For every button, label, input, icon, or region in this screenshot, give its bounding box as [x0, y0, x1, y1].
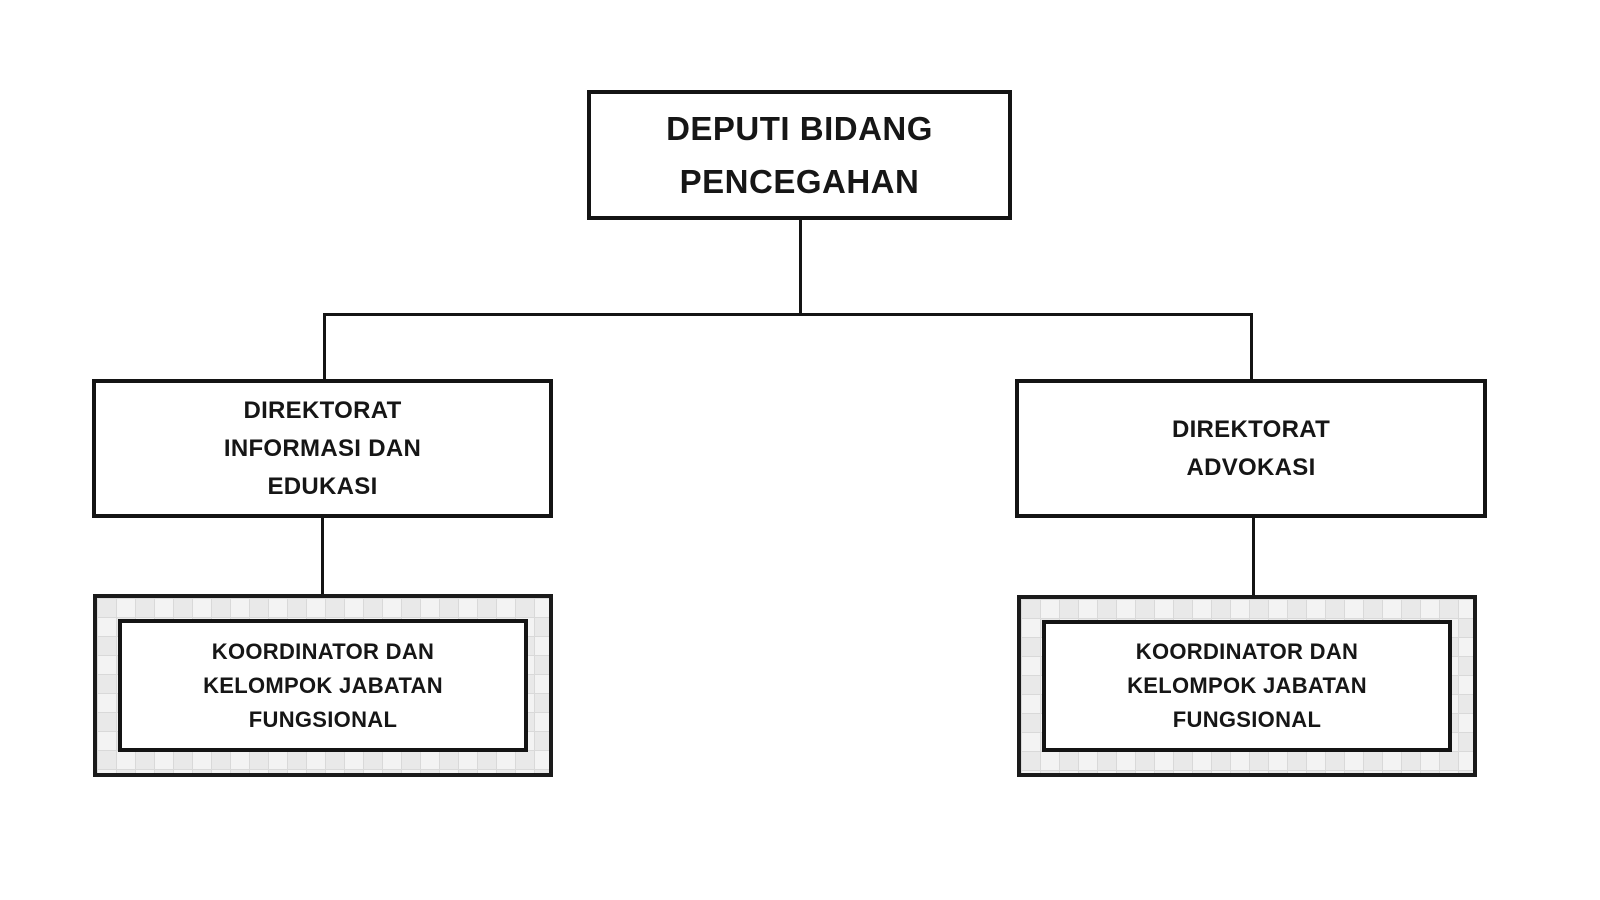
- org-node-koordinator-left: KOORDINATOR DAN KELOMPOK JABATAN FUNGSIO…: [118, 619, 528, 752]
- connector-left-branch: [323, 313, 326, 379]
- org-node-koordinator-right: KOORDINATOR DAN KELOMPOK JABATAN FUNGSIO…: [1042, 620, 1452, 752]
- connector-horizontal-main: [323, 313, 1253, 316]
- org-node-direktorat-informasi-dan-edukasi: DIREKTORAT INFORMASI DAN EDUKASI: [92, 379, 553, 518]
- org-node-direktorat-advokasi: DIREKTORAT ADVOKASI: [1015, 379, 1487, 518]
- org-node-label-line: KOORDINATOR DAN: [211, 638, 435, 664]
- org-node-label-line: KOORDINATOR DAN: [1135, 639, 1359, 664]
- org-node-label-line: FUNGSIONAL: [1172, 707, 1322, 732]
- org-node-frame-right-functional: KOORDINATOR DAN KELOMPOK JABATAN FUNGSIO…: [1017, 595, 1477, 777]
- org-node-frame-left-functional: KOORDINATOR DAN KELOMPOK JABATAN FUNGSIO…: [93, 594, 553, 777]
- org-node-label-line: FUNGSIONAL: [248, 706, 398, 732]
- org-node-label-line: KELOMPOK JABATAN: [203, 672, 443, 698]
- connector-right-branch: [1250, 313, 1253, 379]
- org-node-label-line: DEPUTI BIDANG: [666, 110, 933, 147]
- connector-right-functional: [1252, 518, 1255, 595]
- org-node-label-line: DIREKTORAT: [1171, 415, 1331, 443]
- org-node-deputi-bidang-pencegahan: DEPUTI BIDANG PENCEGAHAN: [587, 90, 1012, 220]
- org-node-label-line: KELOMPOK JABATAN: [1127, 673, 1367, 698]
- org-node-label-line: EDUKASI: [267, 472, 378, 500]
- org-node-label-line: ADVOKASI: [1186, 453, 1316, 481]
- connector-root-drop: [799, 220, 802, 313]
- org-node-label-line: PENCEGAHAN: [679, 163, 920, 200]
- org-node-label-line: INFORMASI DAN: [223, 434, 422, 462]
- org-node-label-line: DIREKTORAT: [243, 396, 402, 424]
- connector-left-functional: [321, 518, 324, 594]
